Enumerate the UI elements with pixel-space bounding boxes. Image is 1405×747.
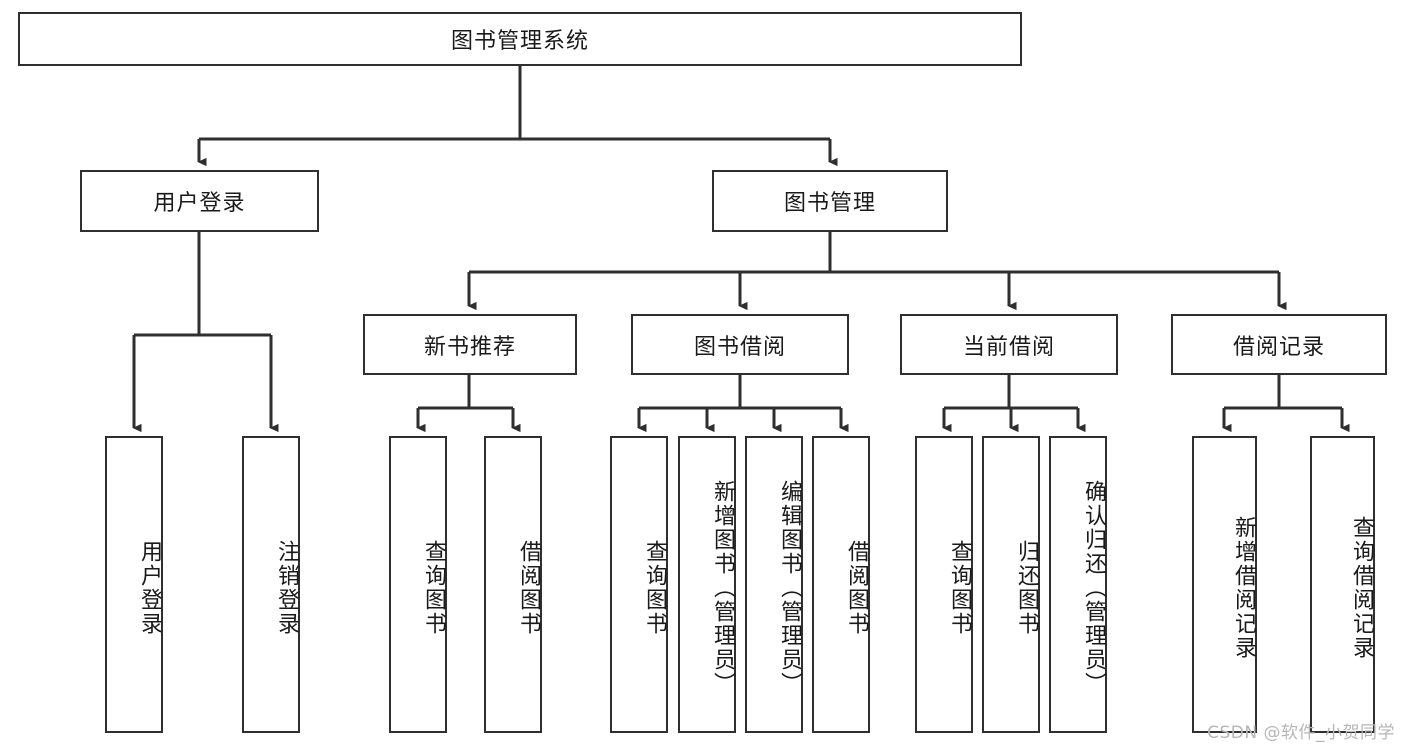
leaf-new-book-borrow[interactable]: 借阅图书 (484, 436, 542, 733)
leaf-book-borrow-edit[interactable]: 编辑图书（管理员） (745, 436, 803, 733)
leaf-book-borrow-query[interactable]: 查询图书 (610, 436, 668, 733)
watermark: CSDN @软件_小贺同学 (1207, 723, 1395, 743)
leaf-current-borrow-confirm-return[interactable]: 确认归还（管理员） (1049, 436, 1107, 733)
node-label: 新书推荐 (423, 334, 516, 360)
node-label: 用户登录 (137, 539, 162, 636)
node-label: 图书管理系统 (450, 29, 589, 54)
node-label: 新增图书（管理员） (710, 479, 735, 696)
node-label: 新增借阅记录 (1231, 515, 1256, 660)
node-label: 图书管理 (783, 191, 876, 216)
node-label: 查询图书 (421, 539, 446, 636)
node-label: 借阅图书 (516, 539, 541, 636)
leaf-book-borrow-borrow[interactable]: 借阅图书 (812, 436, 870, 733)
leaf-new-book-query[interactable]: 查询图书 (389, 436, 447, 733)
leaf-book-borrow-add[interactable]: 新增图书（管理员） (678, 436, 736, 733)
node-label: 查询图书 (642, 539, 667, 636)
node-label: 查询图书 (947, 539, 972, 636)
node-user-login[interactable]: 用户登录 (80, 170, 319, 232)
node-label: 用户登录 (153, 191, 246, 216)
node-current-borrow[interactable]: 当前借阅 (900, 314, 1118, 375)
node-book-management[interactable]: 图书管理 (712, 170, 948, 232)
node-label: 当前借阅 (962, 334, 1055, 360)
node-book-borrow[interactable]: 图书借阅 (631, 314, 849, 375)
leaf-user-login-logout[interactable]: 注销登录 (242, 436, 300, 733)
node-label: 归还图书 (1014, 539, 1039, 636)
node-label: 注销登录 (274, 539, 299, 636)
leaf-current-borrow-query[interactable]: 查询图书 (915, 436, 973, 733)
leaf-user-login-login[interactable]: 用户登录 (105, 436, 163, 733)
node-label: 查询借阅记录 (1349, 515, 1374, 660)
node-borrow-record[interactable]: 借阅记录 (1171, 314, 1387, 375)
leaf-borrow-record-query[interactable]: 查询借阅记录 (1310, 436, 1375, 733)
node-label: 借阅图书 (844, 539, 869, 636)
node-label: 图书借阅 (693, 334, 786, 360)
leaf-current-borrow-return[interactable]: 归还图书 (982, 436, 1040, 733)
leaf-borrow-record-add[interactable]: 新增借阅记录 (1192, 436, 1257, 733)
node-label: 借阅记录 (1232, 334, 1325, 360)
node-new-book-recommend[interactable]: 新书推荐 (363, 314, 577, 375)
node-label: 确认归还（管理员） (1081, 479, 1106, 696)
node-label: 编辑图书（管理员） (777, 479, 802, 696)
node-root-book-management-system[interactable]: 图书管理系统 (18, 12, 1022, 66)
